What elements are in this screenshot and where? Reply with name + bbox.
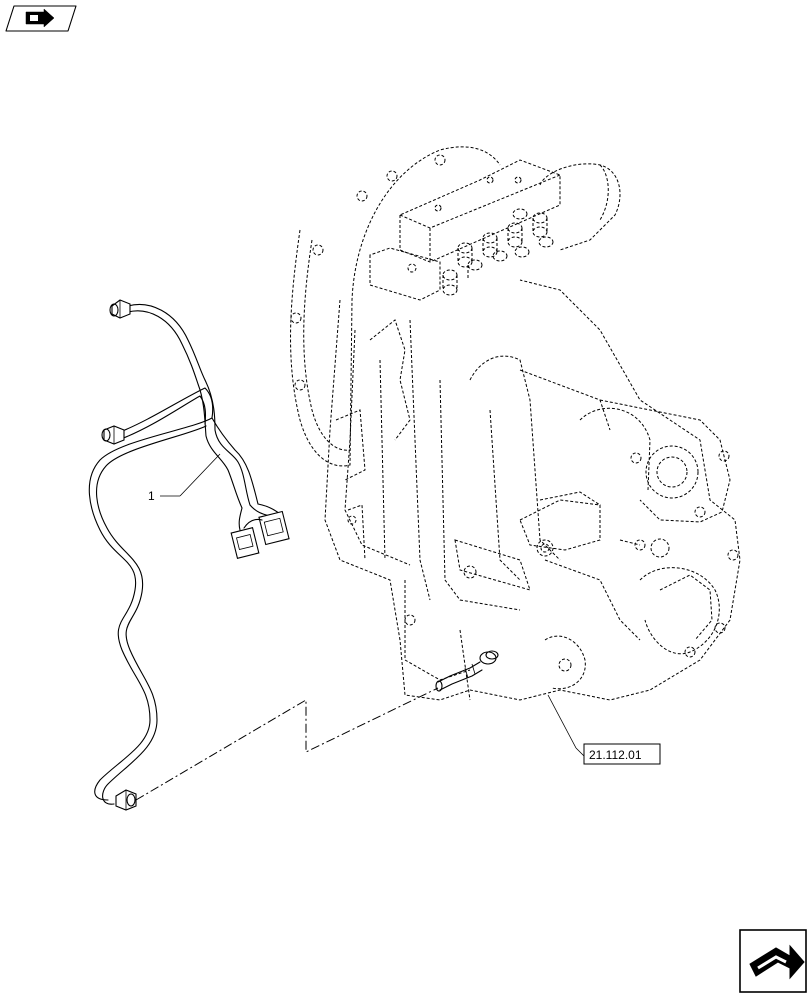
callout-1: 1 (148, 453, 221, 503)
callout-1-label: 1 (148, 489, 155, 503)
reference-callout-label: 21.112.01 (589, 748, 642, 762)
connection-phantom-line (135, 687, 439, 801)
harness-connector-top[interactable] (109, 299, 131, 319)
harness-connector-middle[interactable] (101, 425, 125, 445)
reference-callout[interactable]: 21.112.01 (547, 694, 661, 765)
harness-plug-cluster[interactable] (230, 503, 290, 559)
harness-connector-bottom[interactable] (115, 789, 137, 811)
speed-sensor[interactable] (435, 650, 499, 692)
wiring-harness[interactable] (88, 299, 290, 811)
next-page-arrow-icon[interactable] (739, 929, 807, 993)
transmission-assembly (290, 146, 741, 701)
parts-catalog-arrow-icon[interactable] (5, 5, 77, 32)
